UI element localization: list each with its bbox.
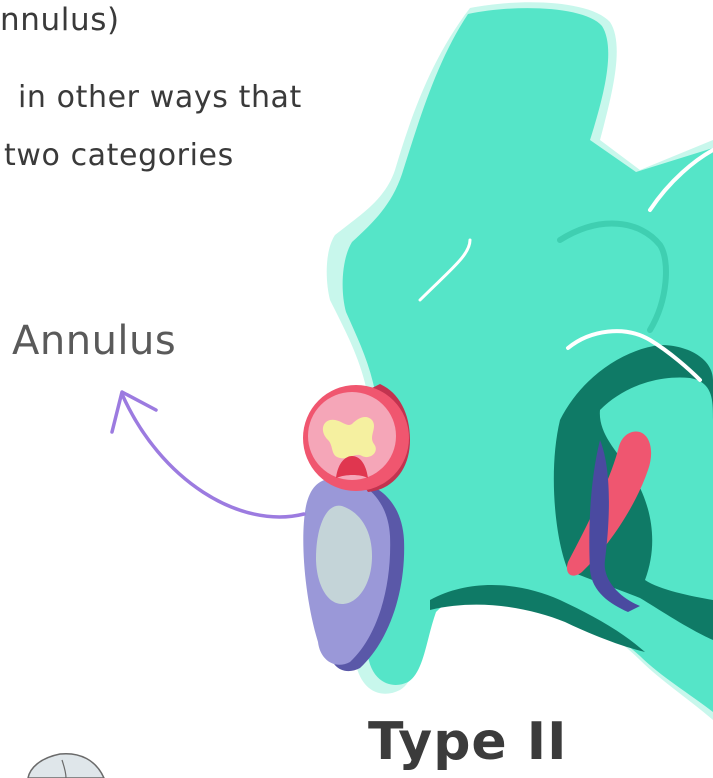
annulus-arrow-head xyxy=(112,392,156,432)
annulus-label: Annulus xyxy=(12,318,176,364)
annulus-arrow xyxy=(122,394,304,517)
type-label: Type II xyxy=(368,712,568,772)
